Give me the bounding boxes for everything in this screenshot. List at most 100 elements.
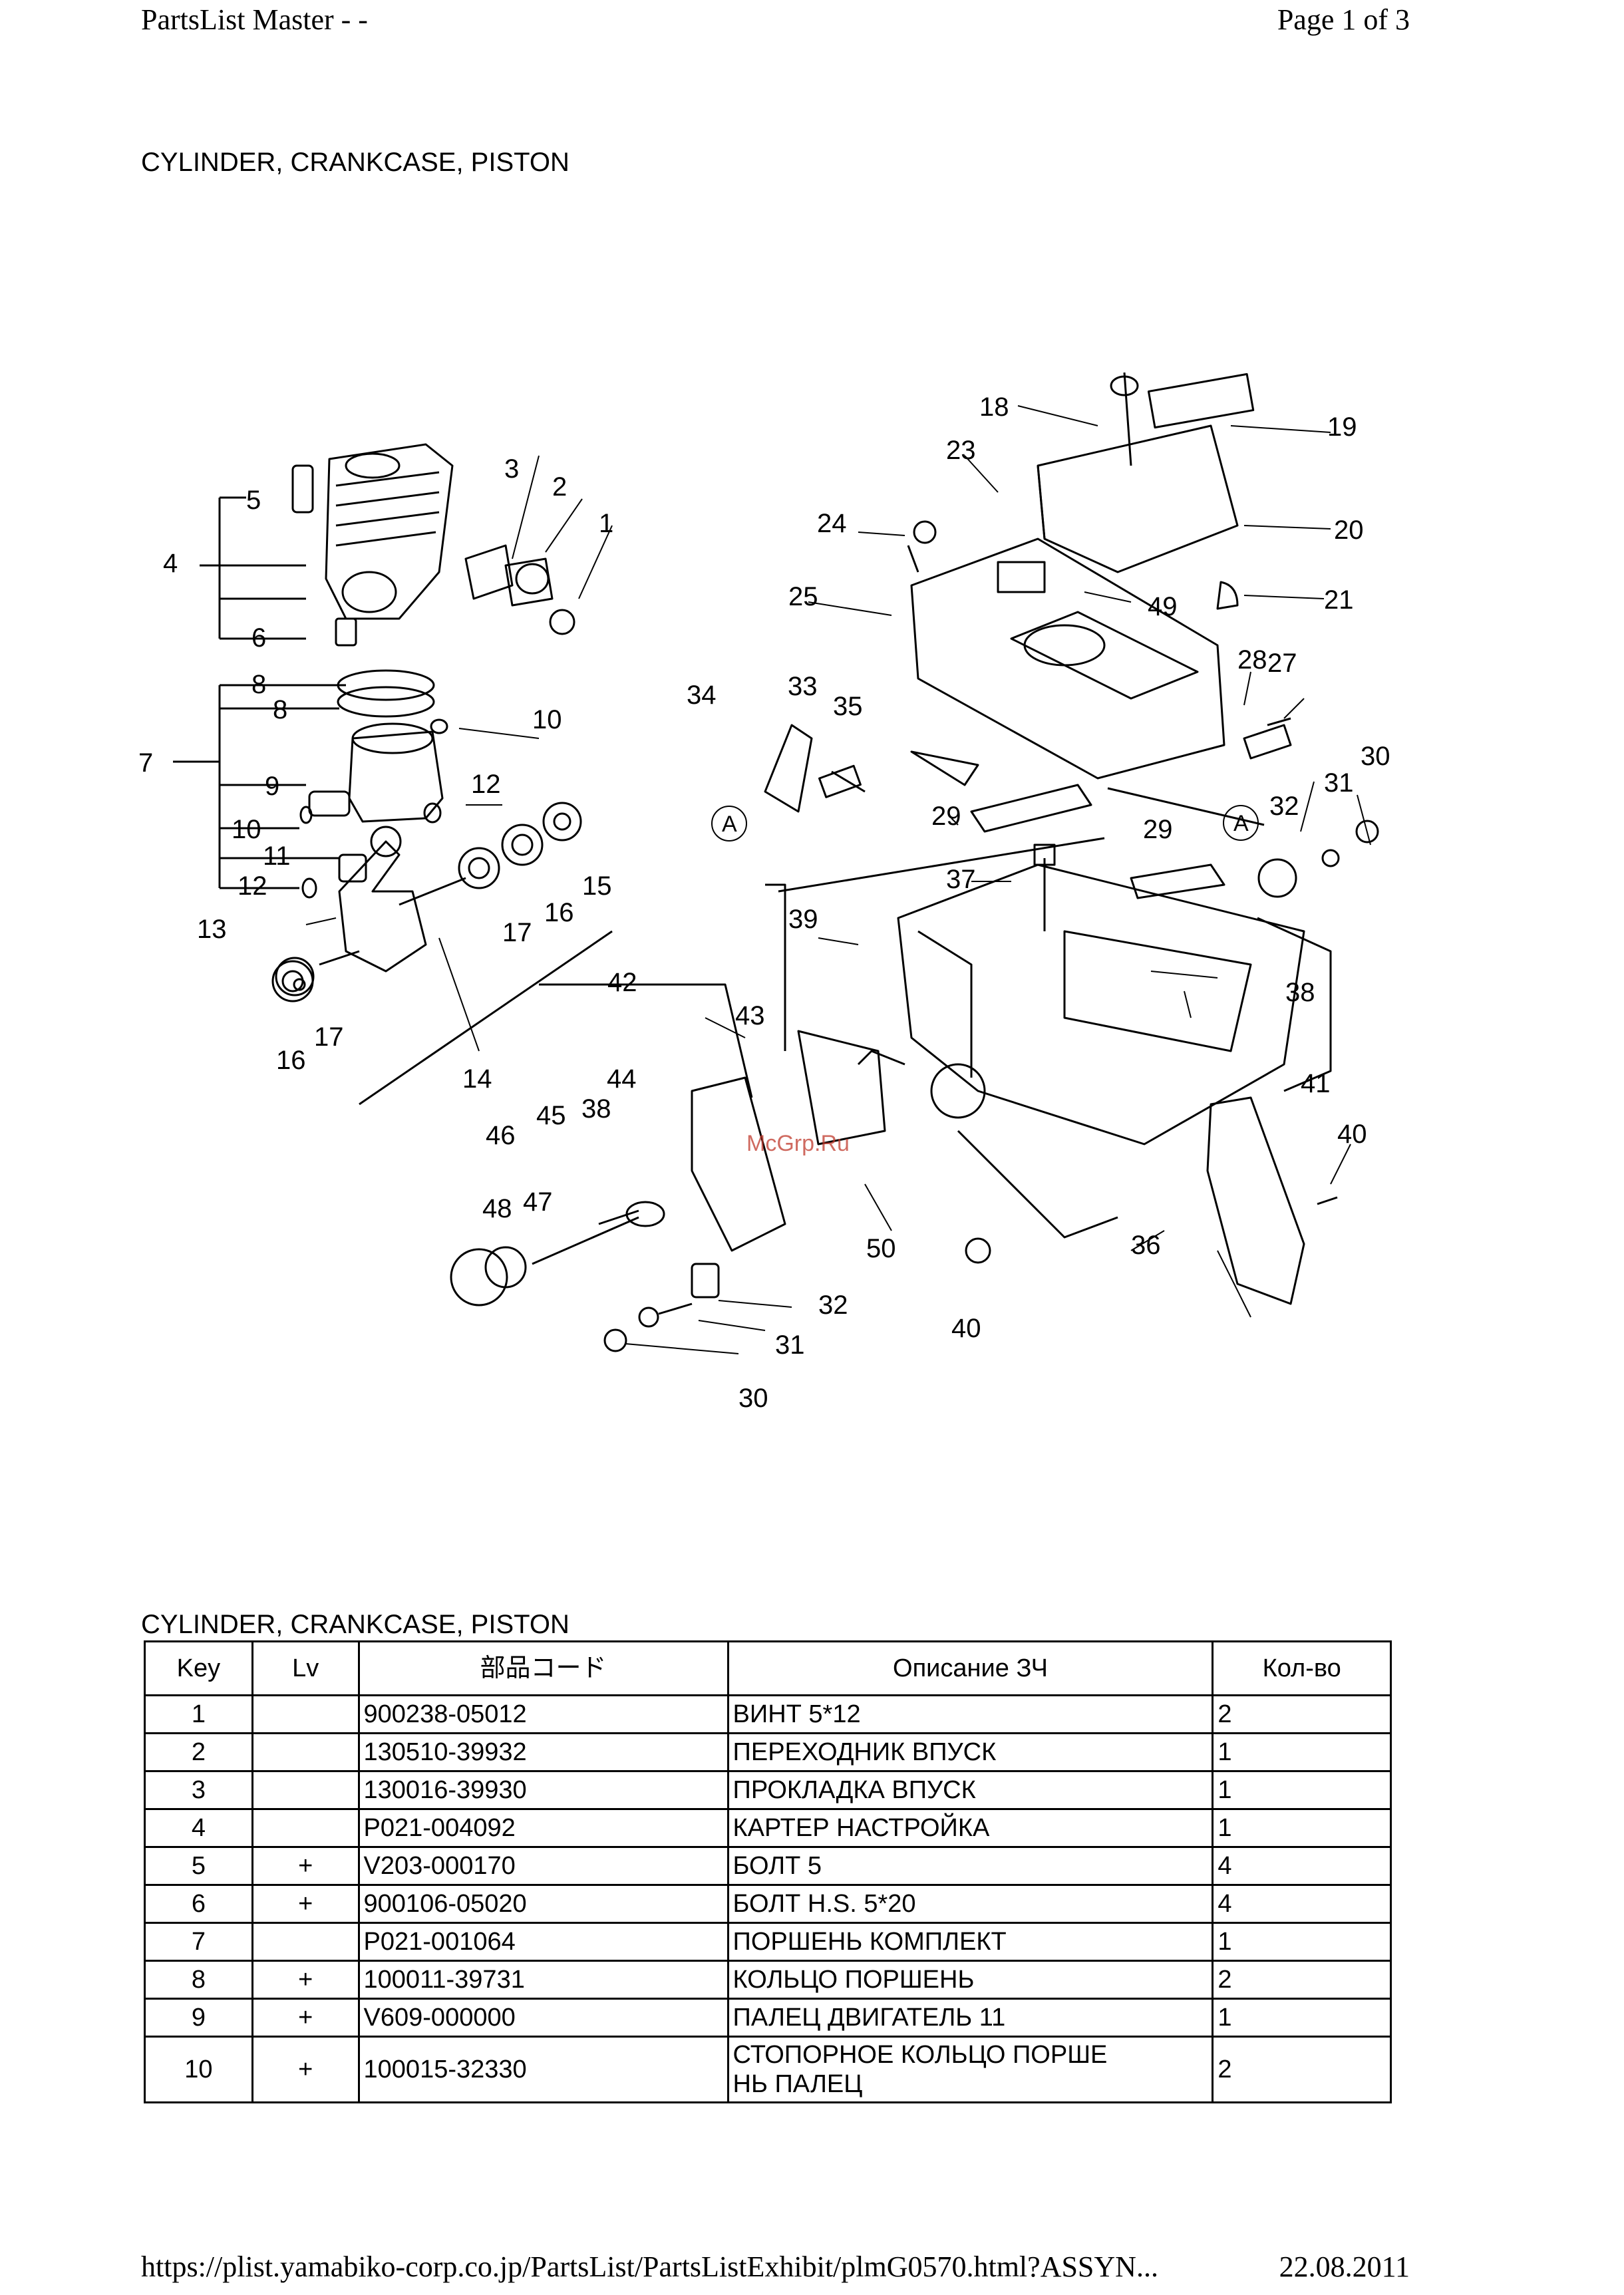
callout-label: 48: [482, 1194, 512, 1223]
footer-date: 22.08.2011: [1279, 2250, 1410, 2283]
diagram-title: CYLINDER, CRANKCASE, PISTON: [141, 148, 569, 177]
callout-label: 29: [931, 802, 961, 831]
cell-lv: +: [251, 2036, 360, 2103]
callout-label: 42: [607, 968, 637, 997]
cell-qty: 1: [1212, 1998, 1392, 2038]
footer-url: https://plist.yamabiko-corp.co.jp/PartsL…: [141, 2250, 1158, 2283]
cell-lv: [251, 1770, 360, 1810]
callout-label: 8: [273, 695, 287, 724]
cell-code: 900106-05020: [357, 1884, 729, 1924]
cell-key: 1: [144, 1694, 253, 1734]
callout-label: 13: [197, 915, 227, 944]
cell-key: 2: [144, 1732, 253, 1772]
callout-label: 35: [833, 692, 863, 721]
col-desc-header: Описание ЗЧ: [727, 1640, 1214, 1696]
callout-label: 12: [471, 770, 501, 799]
cell-desc: ПРОКЛАДКА ВПУСК: [727, 1770, 1214, 1810]
callout-label: 21: [1324, 585, 1354, 615]
cell-code: V609-000000: [357, 1998, 729, 2038]
callout-label: 5: [246, 486, 261, 515]
callout-label: 2: [552, 472, 567, 502]
cell-key: 5: [144, 1846, 253, 1886]
table-row: 5 + V203-000170 БОЛТ 5 4: [144, 1846, 1392, 1886]
callout-label: 16: [276, 1046, 306, 1075]
callout-label: 41: [1301, 1069, 1331, 1098]
callout-label: 38: [1285, 978, 1315, 1007]
cell-code: 130510-39932: [357, 1732, 729, 1772]
cell-qty: 1: [1212, 1770, 1392, 1810]
callout-label: 30: [738, 1384, 768, 1413]
callout-label: 36: [1131, 1231, 1161, 1260]
cell-code: 100015-32330: [357, 2036, 729, 2103]
callout-label: 31: [775, 1330, 805, 1360]
cell-lv: +: [251, 1846, 360, 1886]
callout-label: 38: [581, 1094, 611, 1124]
callout-label: 11: [263, 842, 291, 871]
callout-label: 7: [138, 748, 153, 778]
callout-label: 32: [1269, 792, 1299, 821]
parts-table: Key Lv 部品コード Описание ЗЧ Кол-во 1 900238…: [144, 1640, 1392, 2103]
cell-key: 8: [144, 1960, 253, 2000]
cell-desc: КОЛЬЦО ПОРШЕНЬ: [727, 1960, 1214, 2000]
col-code-header: 部品コード: [357, 1640, 729, 1696]
cell-code: P021-004092: [357, 1808, 729, 1848]
cell-lv: [251, 1732, 360, 1772]
callout-label: 4: [163, 549, 178, 578]
cell-code: 900238-05012: [357, 1694, 729, 1734]
callout-label: 37: [946, 865, 976, 894]
cell-key: 4: [144, 1808, 253, 1848]
cell-desc: ПОРШЕНЬ КОМПЛЕКТ: [727, 1922, 1214, 1962]
cell-qty: 4: [1212, 1846, 1392, 1886]
table-row: 9 + V609-000000 ПАЛЕЦ ДВИГАТЕЛЬ 11 1: [144, 1998, 1392, 2038]
cell-lv: +: [251, 1960, 360, 2000]
callout-label: 33: [788, 672, 818, 701]
cell-qty: 2: [1212, 1960, 1392, 2000]
callout-label: 20: [1334, 516, 1364, 545]
callout-label: 17: [314, 1022, 344, 1052]
callout-label: 10: [532, 705, 562, 734]
table-row: 1 900238-05012 ВИНТ 5*12 2: [144, 1694, 1392, 1734]
callout-label: 15: [582, 871, 612, 901]
cell-qty: 2: [1212, 2036, 1392, 2103]
callout-label: 23: [946, 436, 976, 465]
cell-desc: ПЕРЕХОДНИК ВПУСК: [727, 1732, 1214, 1772]
callout-label: 49: [1148, 592, 1178, 621]
callout-label: 10: [232, 815, 261, 844]
cell-key: 6: [144, 1884, 253, 1924]
callout-label: 44: [607, 1064, 637, 1094]
callout-label: 40: [951, 1314, 981, 1343]
callout-label: 43: [735, 1001, 765, 1030]
callout-label: 40: [1337, 1120, 1367, 1149]
callout-label: 14: [462, 1064, 492, 1094]
callout-label: 46: [486, 1121, 516, 1150]
cell-qty: 1: [1212, 1808, 1392, 1848]
cell-desc: БОЛТ 5: [727, 1846, 1214, 1886]
callout-label: 6: [251, 623, 266, 653]
cell-desc: КАРТЕР НАСТРОЙКА: [727, 1808, 1214, 1848]
table-row: 6 + 900106-05020 БОЛТ H.S. 5*20 4: [144, 1884, 1392, 1924]
callout-label: 24: [817, 509, 847, 538]
cell-qty: 1: [1212, 1922, 1392, 1962]
callout-label: A: [722, 812, 737, 837]
callout-label: 34: [687, 681, 717, 710]
cell-code: 130016-39930: [357, 1770, 729, 1810]
callout-label: 18: [979, 392, 1009, 422]
cell-code: V203-000170: [357, 1846, 729, 1886]
callout-label: 25: [788, 582, 818, 611]
callout-label: 3: [504, 454, 519, 484]
cell-lv: [251, 1808, 360, 1848]
cell-code: P021-001064: [357, 1922, 729, 1962]
callout-label: 8: [251, 670, 266, 699]
cell-lv: +: [251, 1884, 360, 1924]
page-number: Page 1 of 3: [1277, 3, 1410, 36]
watermark-text: McGrp.Ru: [746, 1131, 850, 1156]
callout-label: 50: [866, 1234, 896, 1263]
callout-label: 29: [1143, 815, 1173, 844]
callout-label: 19: [1327, 412, 1357, 442]
callout-label: 28: [1237, 645, 1267, 675]
table-header-row: Key Lv 部品コード Описание ЗЧ Кол-во: [144, 1640, 1392, 1696]
cell-lv: [251, 1694, 360, 1734]
col-lv-header: Lv: [251, 1640, 360, 1696]
table-row: 8 + 100011-39731 КОЛЬЦО ПОРШЕНЬ 2: [144, 1960, 1392, 2000]
